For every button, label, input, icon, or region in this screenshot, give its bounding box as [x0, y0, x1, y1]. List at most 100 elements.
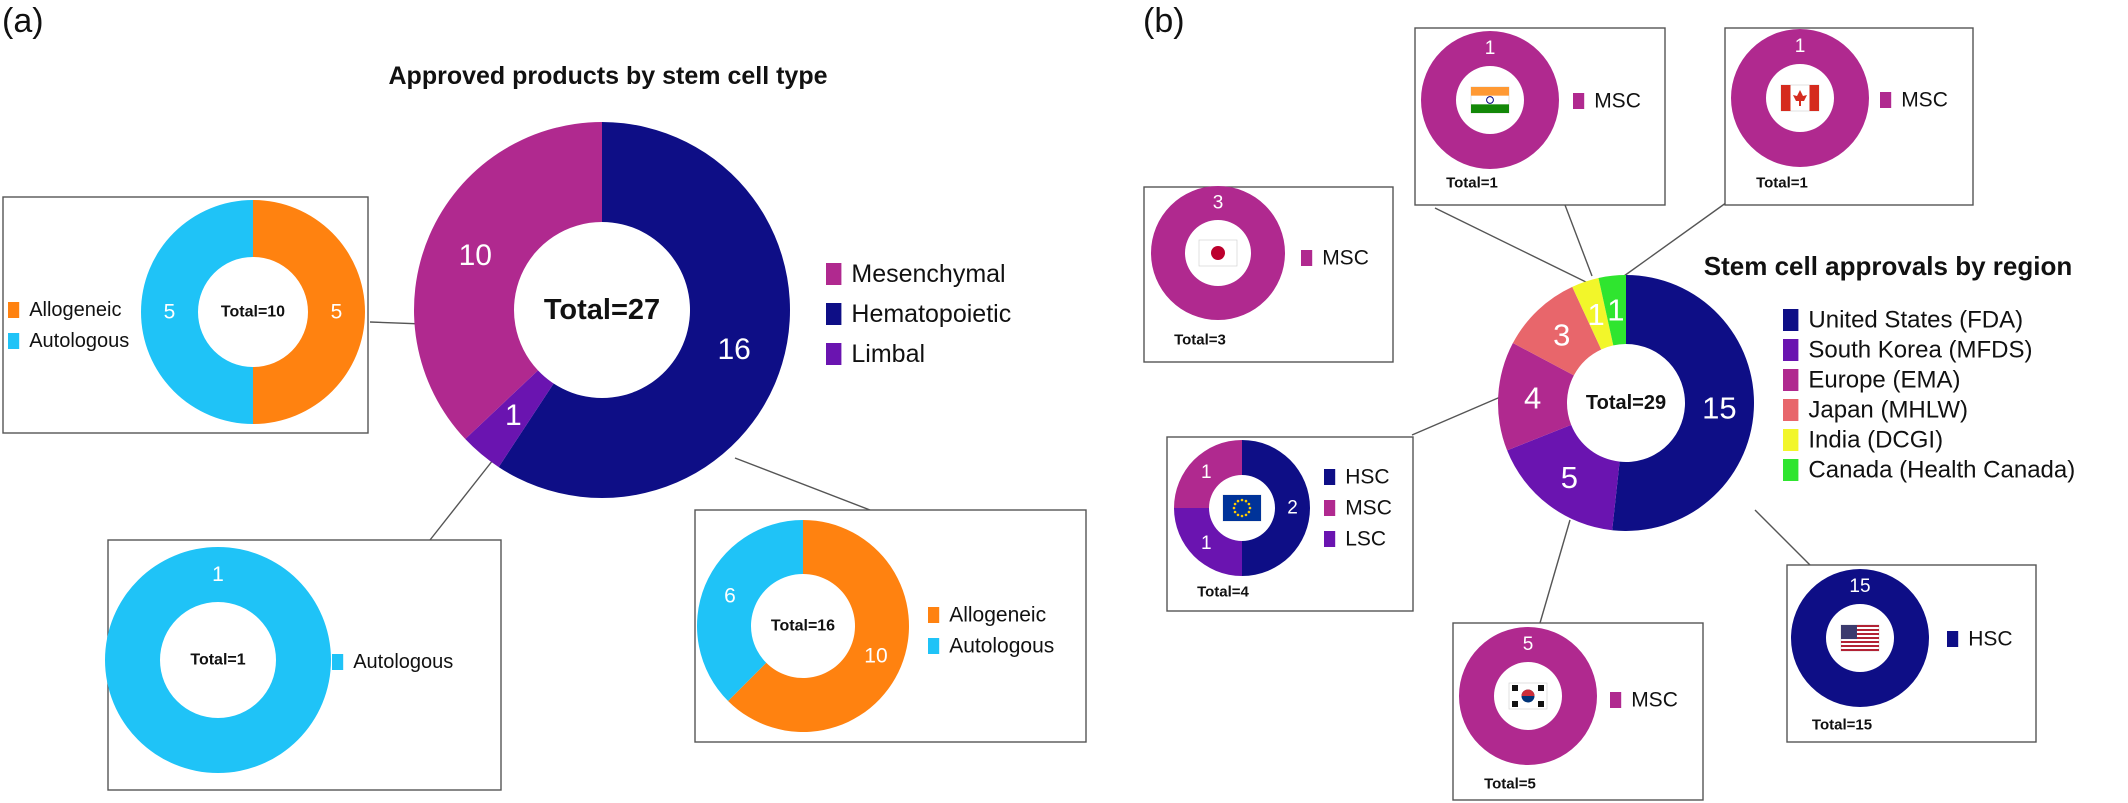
canada-flag — [1780, 84, 1820, 112]
total-label: Total=4 — [1197, 584, 1249, 601]
slice-msc — [1421, 31, 1559, 169]
value-label-hsc: 15 — [1849, 576, 1870, 597]
legend-swatch-allogeneic — [928, 607, 940, 623]
slice-japan-mhlw — [1512, 286, 1602, 376]
legend-swatch-hematopoietic — [826, 303, 842, 325]
legend-label-south-korea-mfds: South Korea (MFDS) — [1808, 337, 2032, 364]
slice-hematopoietic — [498, 122, 791, 498]
legend-swatch-mesenchymal — [826, 263, 842, 285]
total-label: Total=1 — [190, 652, 245, 669]
legend-label-autologous: Autologous — [353, 651, 453, 673]
total-label: Total=3 — [1174, 332, 1226, 349]
total-label: Total=10 — [221, 304, 285, 321]
legend-swatch-autologous — [332, 654, 344, 670]
india-flag — [1470, 86, 1510, 114]
slice-hsc — [1791, 569, 1929, 707]
value-label-hsc: 2 — [1287, 498, 1298, 519]
connector-japan — [1434, 207, 1589, 284]
value-label-autologous: 5 — [164, 301, 176, 324]
legend-swatch-hsc — [1324, 469, 1336, 485]
value-label-allogeneic: 10 — [864, 645, 887, 668]
slice-msc — [1459, 627, 1597, 765]
slice-south-korea-mfds — [1507, 424, 1620, 531]
legend-label-autologous: Autologous — [29, 330, 129, 352]
legend-swatch-msc — [1610, 692, 1622, 708]
value-label-allogeneic: 5 — [331, 301, 343, 324]
total-label: Total=1 — [1446, 175, 1498, 192]
legend-label-canada-health-canada: Canada (Health Canada) — [1808, 457, 2075, 484]
panel-label-b: (b) — [1143, 2, 1185, 40]
slice-hsc — [1242, 440, 1310, 576]
legend-label-hsc: HSC — [1345, 466, 1389, 489]
legend-swatch-japan-mhlw — [1783, 399, 1799, 421]
connector-south-korea — [1539, 519, 1571, 624]
legend-swatch-msc — [1301, 250, 1313, 266]
japan-flag — [1198, 239, 1238, 267]
value-label-canada-health-canada: 1 — [1607, 293, 1624, 328]
total-label: Total=15 — [1812, 717, 1872, 734]
value-label-autologous: 1 — [212, 563, 224, 586]
legend-swatch-autologous — [8, 333, 20, 349]
connector-lines — [369, 199, 1811, 624]
value-label-south-korea-mfds: 5 — [1561, 460, 1578, 495]
slice-msc — [1731, 29, 1869, 167]
total-label: Total=1 — [1756, 175, 1808, 192]
legend-swatch-allogeneic — [8, 302, 20, 318]
legend-label-limbal: Limbal — [851, 340, 925, 368]
legend-swatch-europe-ema — [1783, 369, 1799, 391]
legend-label-autologous: Autologous — [949, 635, 1054, 658]
legend-label-msc: MSC — [1594, 90, 1641, 113]
legend-swatch-msc — [1573, 93, 1585, 109]
value-label-india-dcgi: 1 — [1588, 297, 1605, 332]
chart-title-stem-cell-type: Approved products by stem cell type — [389, 62, 828, 90]
donut-stem-cell-type: 16110Total=27MesenchymalHematopoieticLim… — [414, 122, 1011, 498]
slice-united-states-fda — [1612, 275, 1755, 531]
legend-label-hsc: HSC — [1968, 628, 2012, 651]
connector-europe — [1411, 394, 1506, 436]
value-label-msc: 5 — [1523, 634, 1534, 655]
slice-europe-ema — [1497, 343, 1574, 451]
value-label-europe-ema: 4 — [1524, 380, 1541, 415]
legend-label-msc: MSC — [1322, 247, 1369, 270]
korea-flag — [1508, 682, 1548, 710]
value-label-msc: 3 — [1213, 193, 1224, 214]
legend-swatch-autologous — [928, 638, 940, 654]
legend-label-japan-mhlw: Japan (MHLW) — [1808, 397, 1968, 424]
connector-united-states — [1754, 509, 1811, 566]
connector-hematopoietic — [734, 457, 871, 511]
value-label-hematopoietic: 16 — [718, 333, 751, 366]
legend-swatch-south-korea-mfds — [1783, 339, 1799, 361]
slice-autologous — [141, 200, 253, 424]
total-label: Total=27 — [544, 294, 660, 326]
slice-canada-health-canada — [1598, 275, 1626, 346]
value-label-lsc: 1 — [1201, 533, 1212, 554]
slice-mesenchymal — [414, 122, 602, 440]
total-label: Total=16 — [771, 618, 835, 635]
legend-swatch-msc — [1880, 92, 1892, 108]
usa-flag — [1840, 624, 1880, 652]
legend-swatch-msc — [1324, 500, 1336, 516]
slice-autologous — [105, 547, 331, 773]
slice-msc — [1174, 440, 1242, 508]
value-label-limbal: 1 — [505, 399, 522, 432]
donut-charts: 16110Total=27MesenchymalHematopoieticLim… — [8, 29, 2075, 793]
slice-allogeneic — [253, 200, 365, 424]
legend-label-india-dcgi: India (DCGI) — [1808, 427, 1943, 454]
legend-label-msc: MSC — [1345, 497, 1392, 520]
slice-msc — [1151, 186, 1285, 320]
value-label-japan-mhlw: 3 — [1553, 318, 1570, 353]
value-label-msc: 1 — [1485, 38, 1496, 59]
legend-label-europe-ema: Europe (EMA) — [1808, 367, 1960, 394]
legend-swatch-united-states-fda — [1783, 309, 1799, 331]
legend-swatch-limbal — [826, 343, 842, 365]
total-label: Total=5 — [1484, 776, 1536, 793]
